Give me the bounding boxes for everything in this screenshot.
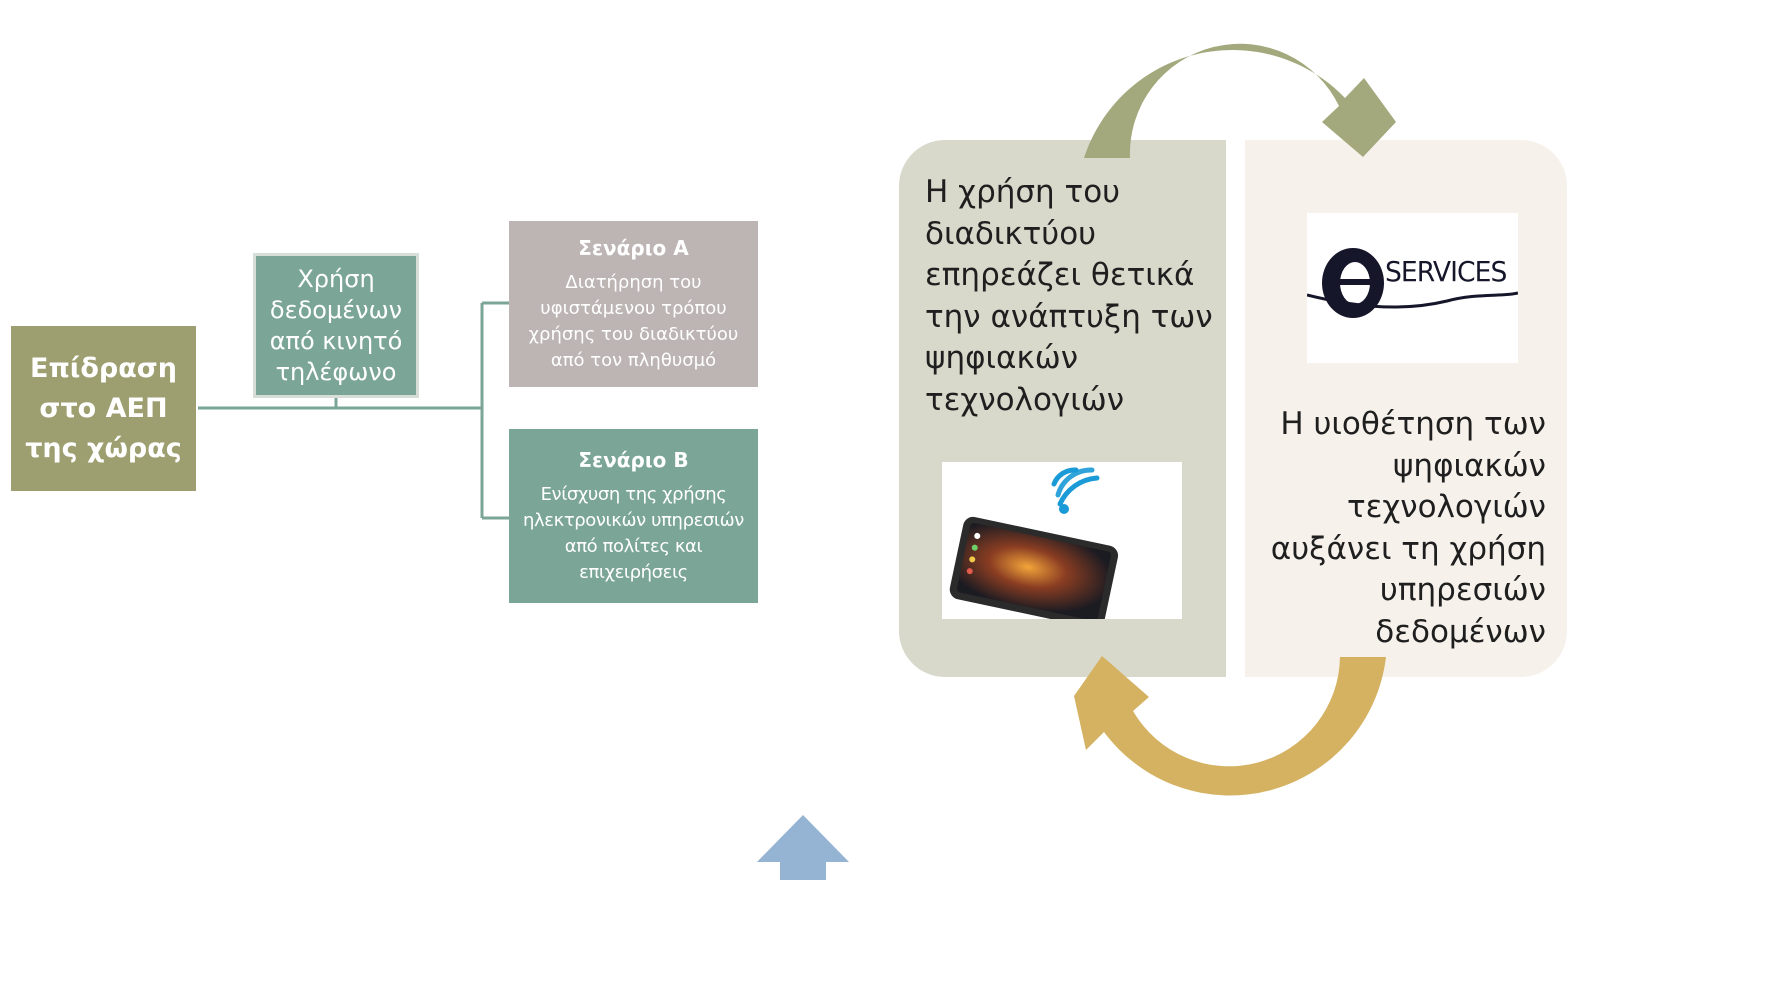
mobile-data-box: Χρήση δεδομένων από κινητό τηλέφωνο (253, 253, 419, 398)
gdp-impact-box: Επίδραση στο ΑΕΠ της χώρας (11, 326, 196, 491)
bottom-cycle-arrow (1074, 656, 1386, 796)
scenario-b-description: Ενίσχυση της χρήσης ηλεκτρονικών υπηρεσι… (523, 484, 744, 583)
digital-adoption-text: Η υιοθέτηση των ψηφιακών τεχνολογιών αυξ… (1270, 406, 1546, 650)
internet-use-text: Η χρήση του διαδικτύου επηρεάζει θετικά … (925, 174, 1213, 418)
up-arrow-icon (757, 815, 849, 880)
tablet-icon (949, 467, 1119, 619)
scenario-b-box: Σενάριο Β Ενίσχυση της χρήσης ηλεκτρονικ… (509, 429, 758, 603)
eservices-logo-text: SERVICES (1385, 255, 1507, 288)
scenario-b-title: Σενάριο Β (578, 448, 689, 472)
scenario-a-box: Σενάριο Α Διατήρηση του υφιστάμενου τρόπ… (509, 221, 758, 387)
scenario-a-title: Σενάριο Α (578, 236, 689, 260)
scenario-a-description: Διατήρηση του υφιστάμενου τρόπου χρήσης … (528, 272, 739, 371)
gdp-impact-label: Επίδραση στο ΑΕΠ της χώρας (25, 352, 182, 464)
top-cycle-arrow (1084, 43, 1396, 158)
wifi-icon (1051, 467, 1100, 507)
eservices-logo-mark (1307, 248, 1518, 318)
tablet-image (942, 462, 1182, 619)
mobile-data-label: Χρήση δεδομένων από κινητό τηλέφωνο (269, 264, 403, 386)
eservices-logo: SERVICES (1307, 213, 1518, 363)
